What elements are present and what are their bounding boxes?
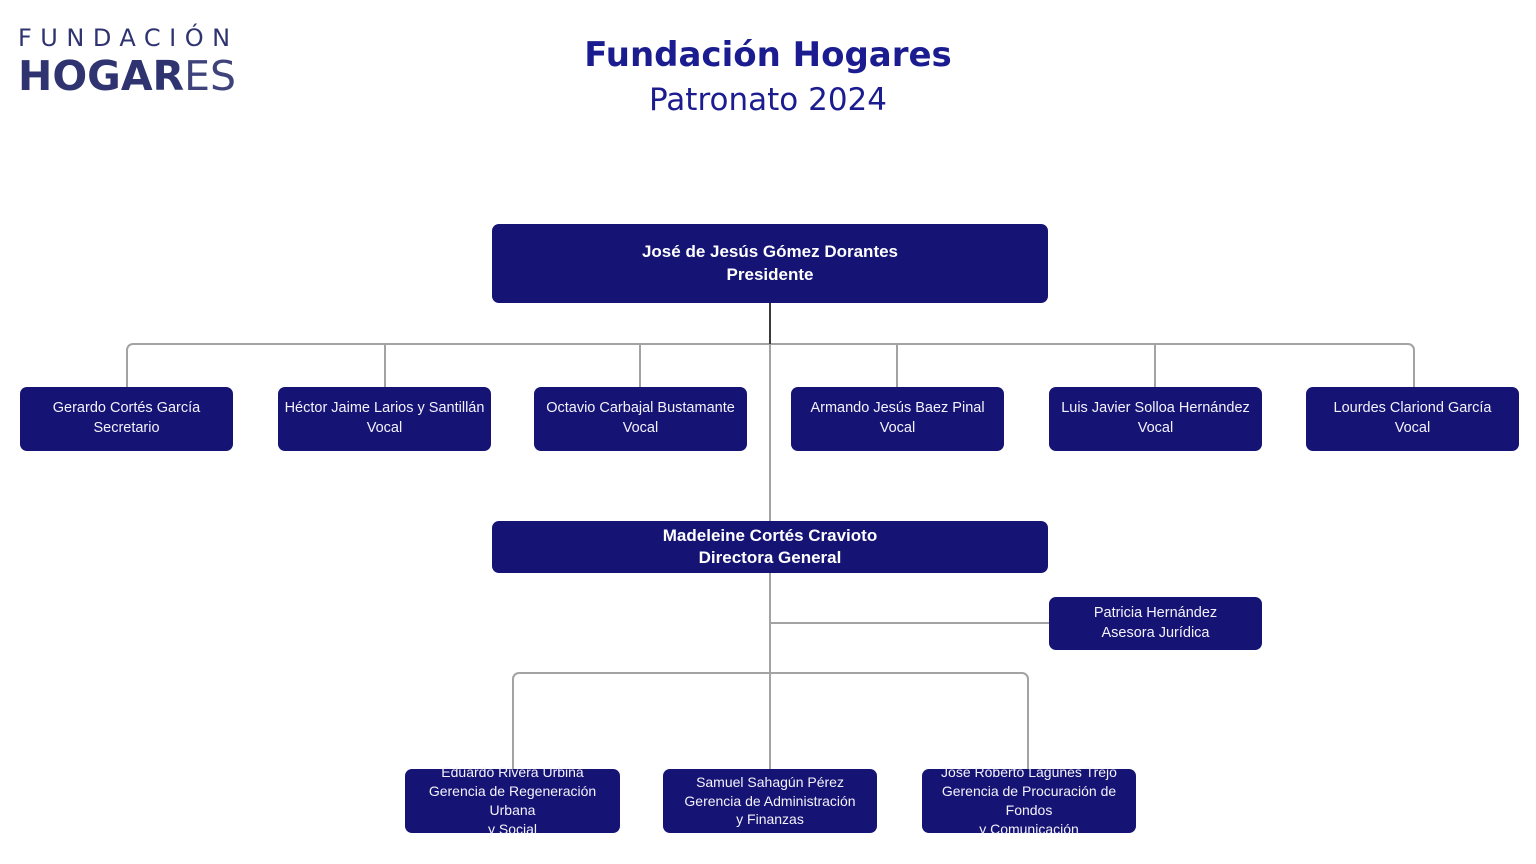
connector-board-drop-5 — [1154, 343, 1156, 387]
person-role: Directora General — [698, 548, 842, 567]
org-node-board-vocal-3: Armando Jesús Baez Pinal Vocal — [791, 387, 1004, 451]
connector-president-drop — [769, 302, 771, 344]
person-role: Vocal — [1137, 420, 1174, 436]
person-role: Vocal — [622, 420, 659, 436]
connector-board-drop-2 — [384, 343, 386, 387]
org-node-board-secretario: Gerardo Cortés García Secretario — [20, 387, 233, 451]
person-name: José de Jesús Gómez Dorantes — [641, 242, 899, 262]
org-node-management-admin-finance: Samuel Sahagún Pérez Gerencia de Adminis… — [663, 769, 877, 833]
org-node-board-vocal-1: Héctor Jaime Larios y Santillán Vocal — [278, 387, 491, 451]
person-name: Eduardo Rivera Urbina — [441, 764, 584, 781]
logo-wordmark-top: FUNDACIÓN — [18, 24, 239, 52]
slide-header: Fundación Hogares Patronato 2024 — [0, 32, 1536, 121]
slide-title: Fundación Hogares — [584, 35, 952, 75]
connector-advisor-line — [770, 622, 1050, 624]
person-name: Madeleine Cortés Cravioto — [662, 525, 878, 545]
org-node-board-vocal-5: Lourdes Clariond García Vocal — [1306, 387, 1519, 451]
connector-trunk-to-management — [769, 573, 771, 769]
person-name: Gerardo Cortés García — [52, 400, 201, 417]
org-node-president: José de Jesús Gómez Dorantes Presidente — [492, 224, 1048, 303]
connector-board-drop-4 — [896, 343, 898, 387]
person-role: Vocal — [1394, 420, 1431, 436]
org-node-director-general: Madeleine Cortés Cravioto Directora Gene… — [492, 521, 1048, 573]
org-node-legal-advisor: Patricia Hernández Asesora Jurídica — [1049, 597, 1262, 650]
person-name: Patricia Hernández — [1093, 604, 1218, 621]
connector-trunk-to-director — [769, 344, 771, 521]
person-role: Vocal — [366, 420, 403, 436]
person-role: Gerencia de Regeneración Urbana — [428, 783, 597, 818]
org-node-management-fundraising-communication: José Roberto Lagunes Trejo Gerencia de P… — [922, 764, 1136, 837]
person-name: Lourdes Clariond García — [1333, 400, 1492, 417]
person-name: Armando Jesús Baez Pinal — [810, 400, 985, 417]
person-name: Héctor Jaime Larios y Santillán — [284, 400, 485, 417]
person-role-cont: y Comunicación — [979, 820, 1079, 837]
person-role: Gerencia de Procuración de Fondos — [941, 783, 1117, 818]
person-name: Octavio Carbajal Bustamante — [546, 400, 735, 417]
person-role: Asesora Jurídica — [1101, 624, 1210, 641]
org-node-board-vocal-4: Luis Javier Solloa Hernández Vocal — [1049, 387, 1262, 451]
connector-management-bracket — [512, 672, 1029, 769]
logo-wordmark-bottom: HOGARES — [18, 52, 239, 100]
person-role-cont: y Finanzas — [736, 811, 804, 828]
person-role: Vocal — [879, 420, 916, 436]
person-role: Gerencia de Administración — [684, 792, 856, 809]
slide-subtitle: Patronato 2024 — [649, 81, 887, 118]
connector-board-drop-3 — [639, 343, 641, 387]
logo-wordmark-light: ES — [184, 52, 237, 100]
org-node-management-urban-regeneration: Eduardo Rivera Urbina Gerencia de Regene… — [405, 764, 620, 837]
person-name: Luis Javier Solloa Hernández — [1061, 400, 1250, 417]
person-name: José Roberto Lagunes Trejo — [941, 764, 1117, 781]
person-role: Presidente — [726, 264, 814, 284]
org-node-board-vocal-2: Octavio Carbajal Bustamante Vocal — [534, 387, 747, 451]
person-name: Samuel Sahagún Pérez — [696, 773, 844, 790]
logo-wordmark-bold: HOGAR — [18, 52, 185, 100]
person-role: Secretario — [93, 420, 160, 436]
foundation-logo: FUNDACIÓN HOGARES — [18, 26, 239, 98]
person-role-cont: y Social — [487, 820, 538, 837]
